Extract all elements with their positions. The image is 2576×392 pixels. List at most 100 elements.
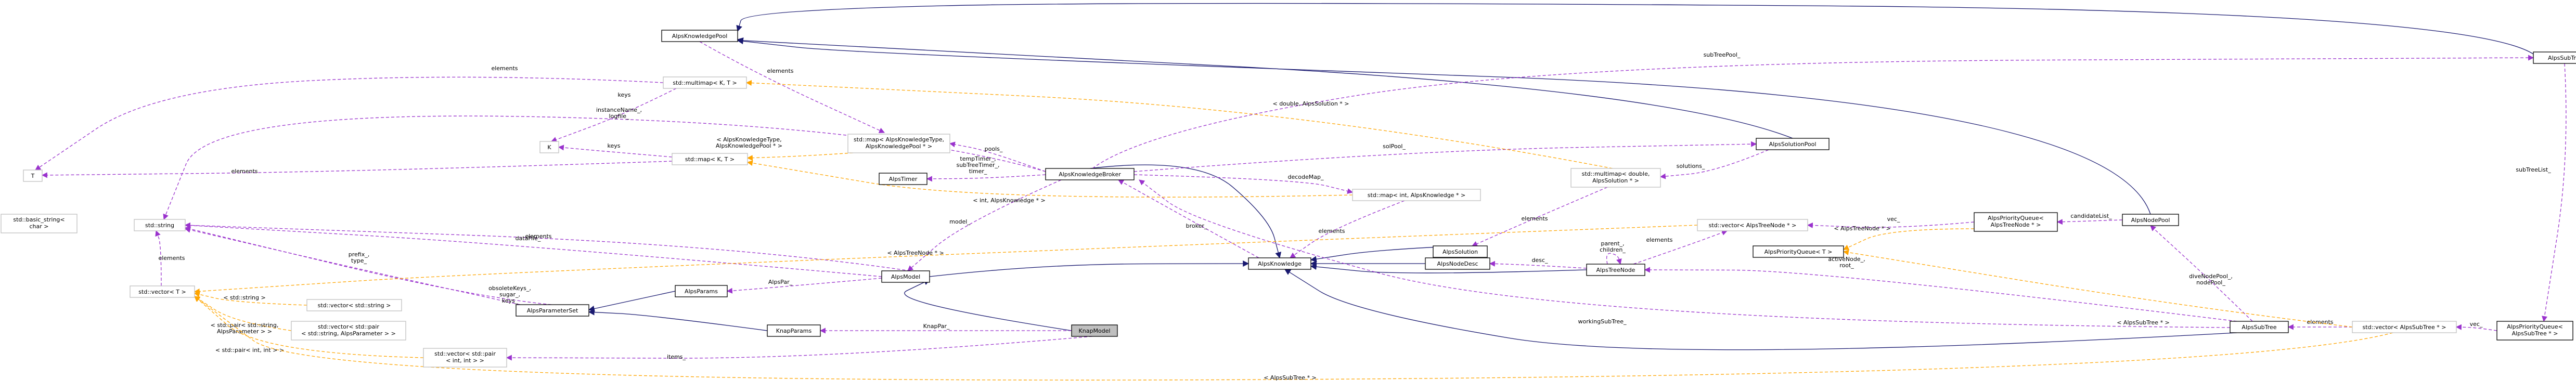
class-name: K (547, 144, 551, 151)
class-name: std::map< int, AlpsKnowledge * > (1368, 192, 1465, 199)
class-node-vpii[interactable]: std::vector< std::pair< int, int > > (423, 348, 507, 368)
class-node-vstr[interactable]: std::vector< std::string > (306, 299, 402, 311)
edge-line (1843, 228, 1975, 250)
edge-usage: elements (41, 161, 673, 178)
class-node-pqst[interactable]: AlpsPriorityQueue<AlpsSubTree * > (2496, 321, 2573, 341)
class-node-string[interactable]: std::string (134, 219, 186, 231)
class-node-vecT[interactable]: std::vector< T > (130, 285, 195, 298)
class-node-basic[interactable]: std::basic_string<char > (1, 214, 78, 233)
class-node-subtree[interactable]: AlpsSubTree (2230, 321, 2289, 333)
edge-label: candidateList_ (2070, 213, 2112, 219)
edge-label: elements (767, 68, 793, 74)
class-node-knapmodel[interactable]: KnapModel (1071, 324, 1118, 337)
class-node-mapKT[interactable]: std::map< K, T > (672, 153, 748, 165)
edge-label: diveNodePool_, (2189, 273, 2233, 280)
class-box (881, 270, 930, 283)
class-node-model[interactable]: AlpsModel (881, 270, 930, 283)
class-name: AlpsKnowledgePool (672, 33, 728, 40)
edge-inherit (737, 38, 2151, 215)
class-name: std::vector< AlpsSubTree * > (2363, 324, 2446, 331)
edge-usage: solPool_ (1134, 141, 1757, 172)
nodes-layer: AlpsKnowledgePoolAlpsSubTreePoolstd::mul… (1, 30, 2576, 368)
edge-usage: solutions_ (1659, 149, 1769, 179)
class-node-vtn[interactable]: std::vector< AlpsTreeNode * > (1697, 219, 1808, 231)
edge-template: < AlpsSubTree * > (1843, 250, 2353, 328)
class-box (1248, 257, 1311, 270)
class-node-solution[interactable]: AlpsSolution (1433, 245, 1488, 258)
class-node-mmds[interactable]: std::multimap< double,AlpsSolution * > (1570, 168, 1661, 188)
edge-line (1633, 230, 1728, 265)
class-node-broker[interactable]: AlpsKnowledgeBroker (1045, 168, 1135, 180)
class-node-knapparams[interactable]: KnapParams (767, 324, 821, 337)
edge-label: < AlpsTreeNode * > (1834, 225, 1890, 232)
edge-label: elements (2307, 319, 2333, 325)
class-name: std::string (145, 222, 174, 229)
class-node-knowledge[interactable]: AlpsKnowledge (1248, 257, 1311, 270)
edge-usage: decodeMap_ (1134, 174, 1354, 194)
class-name: < std::string, AlpsParameter > > (301, 330, 396, 337)
class-node-pqtn[interactable]: AlpsPriorityQueue<AlpsTreeNode * > (1974, 212, 2058, 232)
class-node-treenode[interactable]: AlpsTreeNode (1586, 264, 1645, 276)
edge-line (949, 141, 1046, 172)
edge-label: subTreeList_ (2516, 166, 2551, 173)
class-node-K[interactable]: K (539, 141, 559, 153)
class-box (130, 285, 195, 298)
edge-inherit (588, 291, 676, 312)
class-node-pset[interactable]: AlpsParameterSet (516, 304, 589, 317)
class-name: AlpsKnowledgePool * > (866, 143, 932, 150)
edge-line (1118, 179, 1259, 258)
class-name: AlpsParameterSet (527, 307, 578, 314)
class-node-nodepool[interactable]: AlpsNodePool (2122, 214, 2179, 226)
class-name: AlpsTreeNode * > (1991, 221, 2041, 228)
edge-line (737, 38, 2151, 215)
edge-usage: keys (558, 142, 673, 158)
edge-line (1134, 174, 1354, 194)
edge-label: decodeMap_ (1288, 174, 1324, 180)
class-node-sp[interactable]: AlpsSolutionPool (1756, 138, 1830, 150)
class-node-timer[interactable]: AlpsTimer (879, 173, 928, 185)
class-node-vpair[interactable]: std::vector< std::pair< std::string, Alp… (291, 321, 406, 341)
edge-template: < int, AlpsKnowledge * > (746, 160, 1353, 204)
class-box (516, 304, 589, 317)
class-node-mm[interactable]: std::multimap< K, T > (663, 76, 747, 89)
edge-label: prefix_, (349, 251, 369, 258)
edge-line (736, 3, 2534, 55)
class-name: std::vector< T > (138, 289, 186, 295)
class-node-mapint[interactable]: std::map< int, AlpsKnowledge * > (1352, 189, 1481, 201)
edge-usage: dataFile_ (184, 223, 882, 277)
edge-usage: keys (550, 88, 677, 142)
class-node-T[interactable]: T (23, 169, 43, 182)
class-name: AlpsNodePool (2131, 217, 2170, 224)
edge-line (907, 179, 1062, 271)
edge-usage: candidateList_ (2056, 213, 2123, 225)
class-box (847, 134, 950, 153)
class-node-pqt[interactable]: AlpsPriorityQueue< T > (1753, 245, 1844, 258)
class-name: std::multimap< double, (1582, 171, 1650, 177)
class-box (2122, 214, 2179, 226)
class-box (2533, 51, 2576, 64)
edge-label: < std::string > (223, 294, 265, 301)
class-name: < int, int > > (446, 357, 484, 364)
class-name: AlpsSubTreePool (2548, 55, 2576, 61)
class-name: AlpsKnowledgeBroker (1059, 171, 1121, 178)
class-node-params[interactable]: AlpsParams (675, 285, 728, 297)
class-box (1045, 168, 1135, 180)
edge-usage: prefix_,type_ (184, 227, 521, 305)
edge-inherit (1089, 164, 1282, 259)
class-node-kp[interactable]: AlpsKnowledgePool (661, 30, 738, 42)
edge-label: < AlpsSubTree * > (1264, 374, 1317, 381)
class-name: AlpsTimer (889, 176, 918, 182)
edge-label: AlpsParameter > > (217, 328, 272, 335)
class-node-map_type[interactable]: std::map< AlpsKnowledgeType,AlpsKnowledg… (847, 134, 950, 153)
edge-line (184, 222, 911, 271)
edge-label: keys_ (502, 297, 518, 304)
edge-template: < AlpsSubTree * > (194, 296, 2393, 381)
class-name: AlpsSolutionPool (1769, 141, 1817, 148)
edge-line (41, 161, 673, 178)
class-node-stp[interactable]: AlpsSubTreePool (2533, 51, 2576, 64)
class-node-nodedesc[interactable]: AlpsNodeDesc (1425, 257, 1490, 270)
edge-usage: obsoleteKeys_,sugar_,keys_ (184, 226, 552, 305)
class-node-vst[interactable]: std::vector< AlpsSubTree * > (2352, 321, 2457, 333)
edge-template: < AlpsTreeNode * > (194, 225, 1698, 294)
